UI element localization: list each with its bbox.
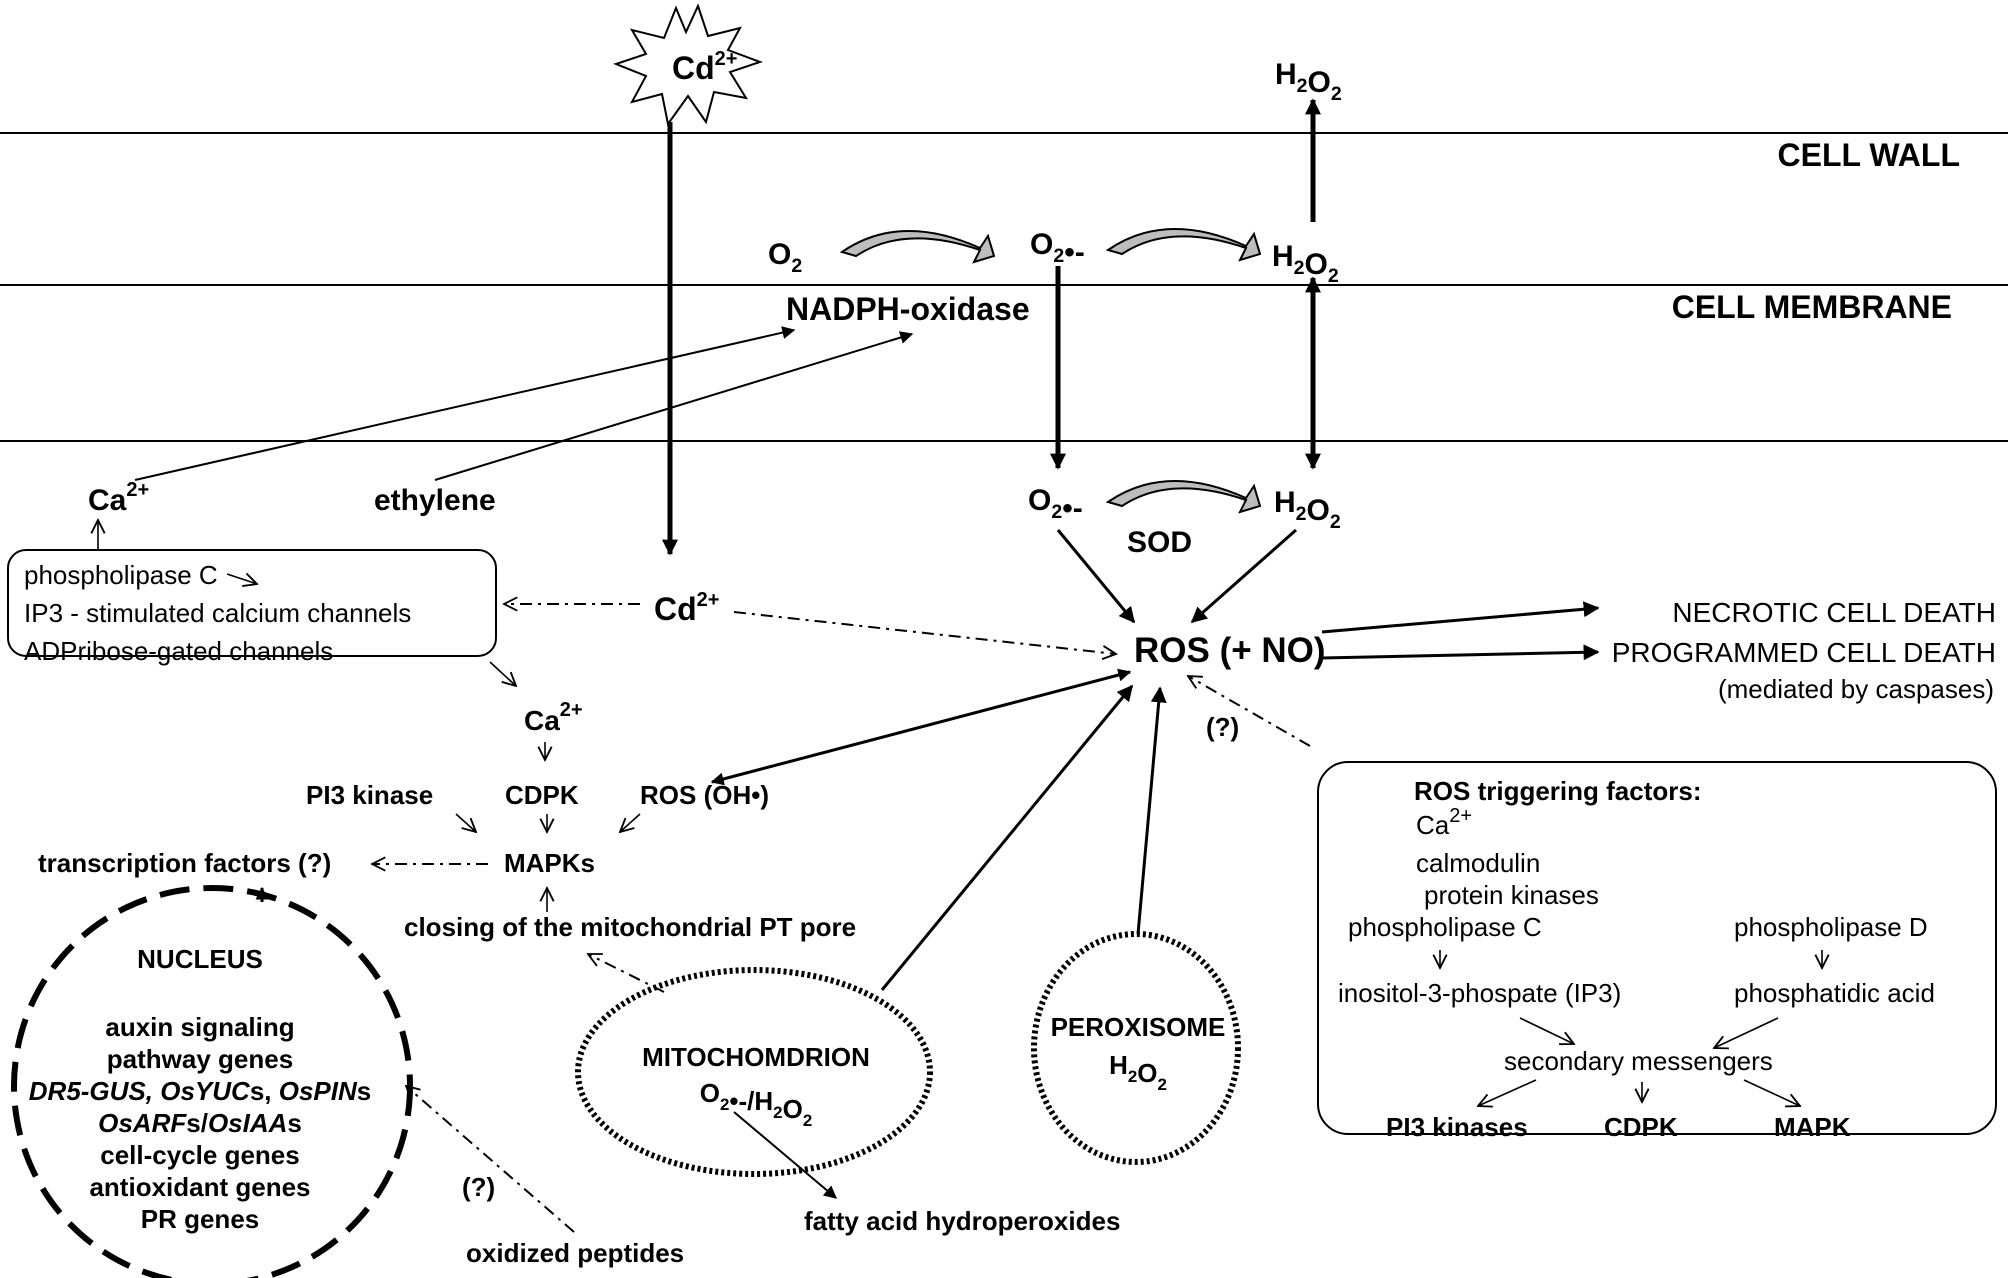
ros-to-ros-oh-arrow [710,668,1132,786]
mitochondrion-ellipse [575,967,933,1177]
oxidized-peptides-label: oxidized peptides [466,1238,684,1268]
trigger-protein-kinases: protein kinases [1424,880,1599,910]
calcium-label: Ca2+ [88,479,149,517]
curved-arrow-dismutation-icon [1105,227,1262,262]
peptides-to-nucleus-arrow [406,1086,575,1233]
ros-oh-label: ROS (OH•) [640,780,769,810]
trigger-calcium: Ca2+ [1416,805,1472,840]
adpribose-channels-label: ADPribose-gated channels [24,636,333,666]
ros-triggering-box [1317,761,1997,1135]
phospholipase-c-arrow [226,574,257,584]
h2o2-wall-label: H2O2 [1272,240,1339,287]
nucleus-gene-line7: PR genes [141,1204,260,1234]
peroxisome-ellipse [1031,931,1241,1165]
mitochondrion-content: O2•-/H2O2 [700,1078,812,1130]
cell-wall-label: CELL WALL [1778,137,1961,173]
cdpk-label: CDPK [505,780,579,810]
pi3-kinase-label: PI3 kinase [306,780,433,810]
ros-to-programmed-arrow [1321,644,1600,661]
superoxide-wall-label: O2•- [1030,228,1085,269]
oxygen-label: O2 [768,238,802,277]
ip3-to-secondary-arrow [1519,1017,1574,1044]
ros-no-label: ROS (+ NO) [1134,631,1326,670]
trigger-question-label: (?) [1206,712,1239,742]
cadmium-cytosol-label: Cd2+ [654,589,719,627]
mito-to-ros-arrow [880,684,1134,991]
trigger-title: ROS triggering factors: [1414,776,1701,806]
nadph-oxidase-label: NADPH-oxidase [786,291,1030,327]
h2o2-inner-label: H2O2 [1274,486,1341,533]
calcium-to-oxidase-arrow [134,326,796,481]
nucleus-title: NUCLEUS [137,944,263,974]
nucleus-gene-line4: OsARFs/OsIAAs [98,1108,302,1138]
nucleus-gene-line1: auxin signaling [105,1012,294,1042]
trigger-pa: phosphatidic acid [1734,978,1935,1008]
cell-membrane-label: CELL MEMBRANE [1672,289,1952,325]
nucleus-gene-line6: antioxidant genes [89,1172,310,1202]
ip3-channels-label: IP3 - stimulated calcium channels [24,598,411,628]
trigger-calmodulin: calmodulin [1416,848,1540,878]
peroxisome-title: PEROXISOME [1051,1012,1226,1042]
channels-to-calcium2-arrow [489,661,516,686]
sod-label: SOD [1127,526,1192,559]
superoxide-inner-label: O2•- [1028,484,1083,525]
pa-to-secondary-arrow [1714,1017,1779,1048]
pt-pore-label: closing of the mitochondrial PT pore [404,912,856,942]
fatty-acid-hydroperoxides-label: fatty acid hydroperoxides [804,1206,1120,1236]
trigger-secondary-messengers: secondary messengers [1504,1046,1773,1076]
ros-oh-to-mapks-arrow [620,813,641,832]
calcium-channels-box [7,549,497,657]
cadmium-to-ros-arrow [733,611,1116,654]
mito-pore-dashed-arrow [588,954,665,993]
mitochondrion-title: MITOCHOMDRION [642,1042,870,1072]
ros-to-necrotic-arrow [1321,601,1600,634]
trigger-pi3-kinases: PI3 kinases [1386,1112,1528,1142]
secondary-to-mapk-arrow [1743,1079,1800,1106]
peroxisome-content: H2O2 [1109,1050,1167,1094]
trigger-to-ros-arrow [1188,676,1311,747]
nucleus-gene-line3: DR5-GUS, OsYUCs, OsPINs [29,1076,371,1106]
calcium-signal-label: Ca2+ [524,699,583,736]
superoxide-to-ros-arrow [1056,529,1136,624]
mito-to-fatty-acid-arrow [733,1111,837,1199]
caspases-label: (mediated by caspases) [1718,674,1994,704]
trigger-cdpk: CDPK [1604,1112,1678,1142]
pi3-to-mapks-arrow [455,813,476,832]
h2o2-to-ros-arrow [1190,528,1297,624]
ethylene-label: ethylene [374,484,496,517]
transcription-factors-label: transcription factors (?) [38,848,331,878]
trigger-plc: phospholipase C [1348,912,1542,942]
trigger-ip3: inositol-3-phospate (IP3) [1338,978,1621,1008]
phospholipase-c-label: phospholipase C [24,560,218,590]
curved-arrow-sod-icon [1105,479,1262,514]
trigger-pld: phospholipase D [1734,912,1928,942]
curved-arrow-oxidase-icon [839,229,996,264]
nucleus-gene-line5: cell-cycle genes [100,1140,299,1170]
programmed-cell-death-label: PROGRAMMED CELL DEATH [1612,637,1996,668]
nucleus-question-label: (?) [462,1172,495,1202]
nucleus-gene-line2: pathway genes [107,1044,293,1074]
secondary-to-pi3-arrow [1478,1079,1537,1106]
mapks-label: MAPKs [504,848,595,878]
peroxisome-to-ros-arrow [1136,686,1167,935]
h2o2-apoplast-label: H2O2 [1275,58,1342,105]
trigger-mapk: MAPK [1774,1112,1851,1142]
layer-lines [0,132,2008,442]
necrotic-cell-death-label: NECROTIC CELL DEATH [1672,597,1996,628]
cadmium-outer-label: Cd2+ [672,48,737,86]
ethylene-to-oxidase-arrow [434,331,914,481]
